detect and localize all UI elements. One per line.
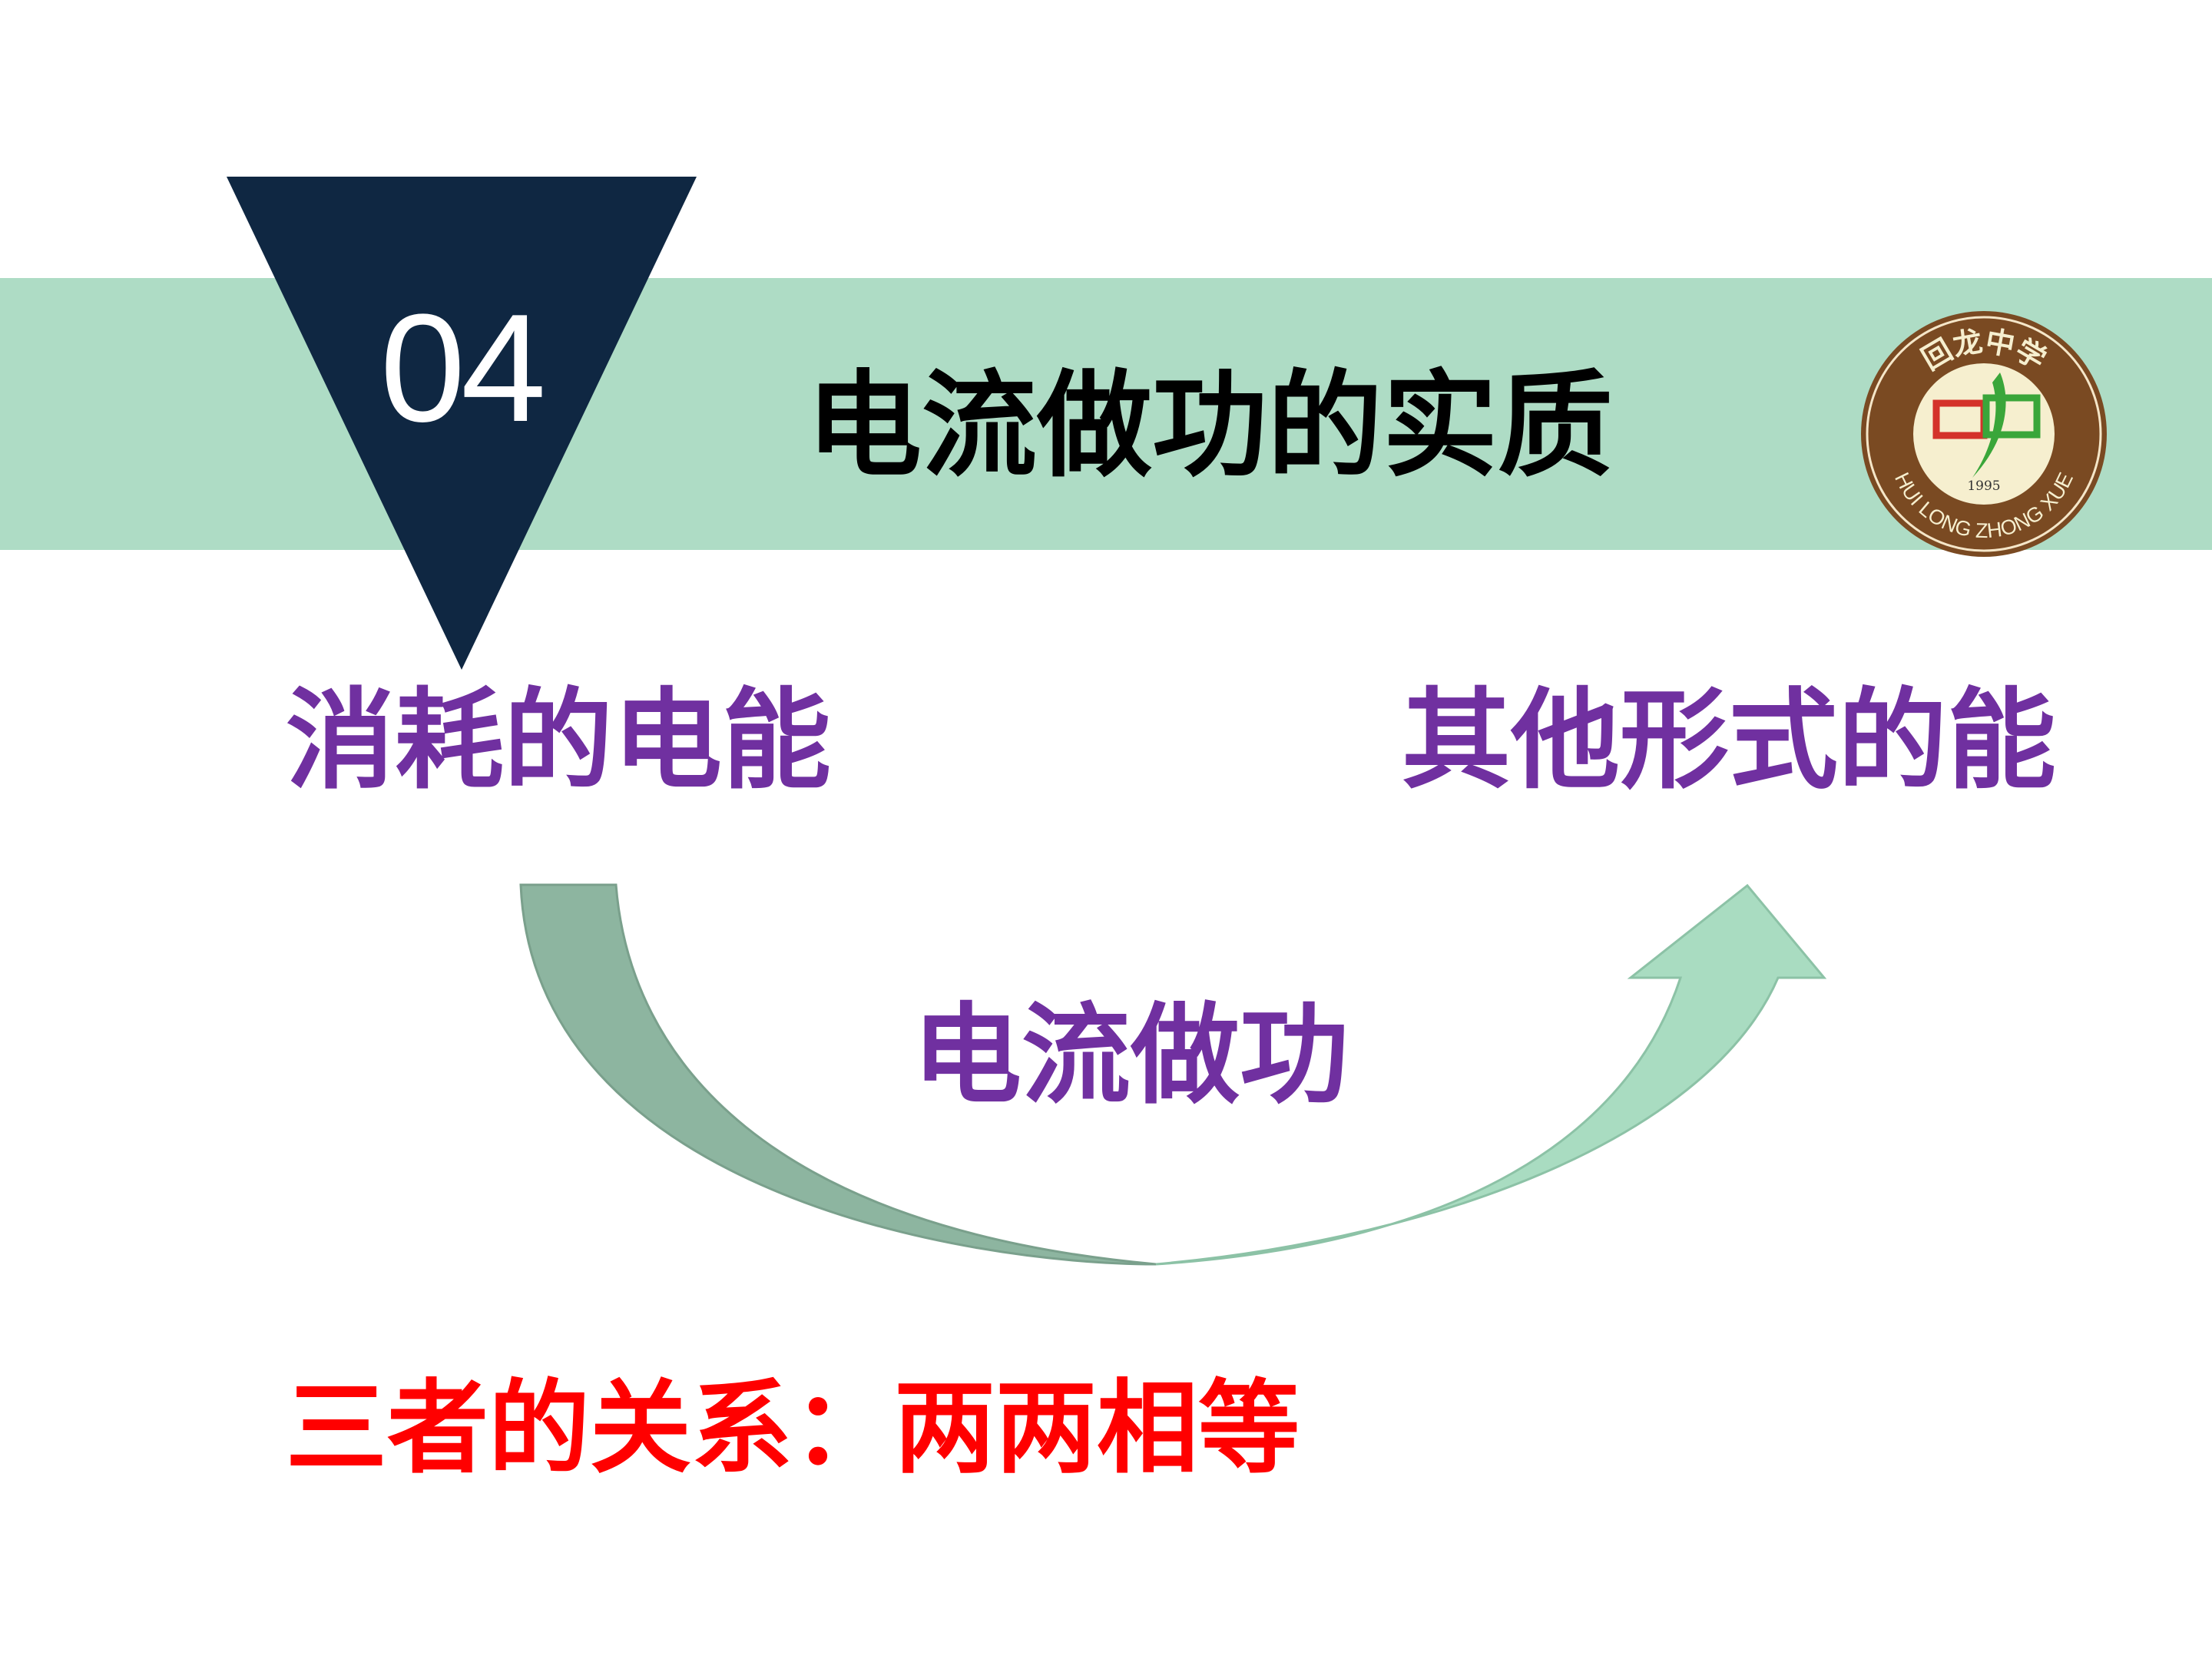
other-energy-label: 其他形式的能 xyxy=(1402,677,2056,804)
school-logo: 回龙中学 HUI LONG ZHONG XUE 1995 xyxy=(1861,311,2107,557)
section-number: 04 xyxy=(379,283,546,454)
logo-emblem-icon xyxy=(1932,373,2041,478)
consumed-electric-energy-label: 消耗的电能 xyxy=(286,677,831,804)
current-work-label: 电流做功 xyxy=(912,992,1349,1119)
logo-year: 1995 xyxy=(1967,478,2000,494)
conclusion-text: 三者的关系：两两相等 xyxy=(286,1369,1300,1488)
page-title: 电流做功的实质 xyxy=(806,359,1614,493)
